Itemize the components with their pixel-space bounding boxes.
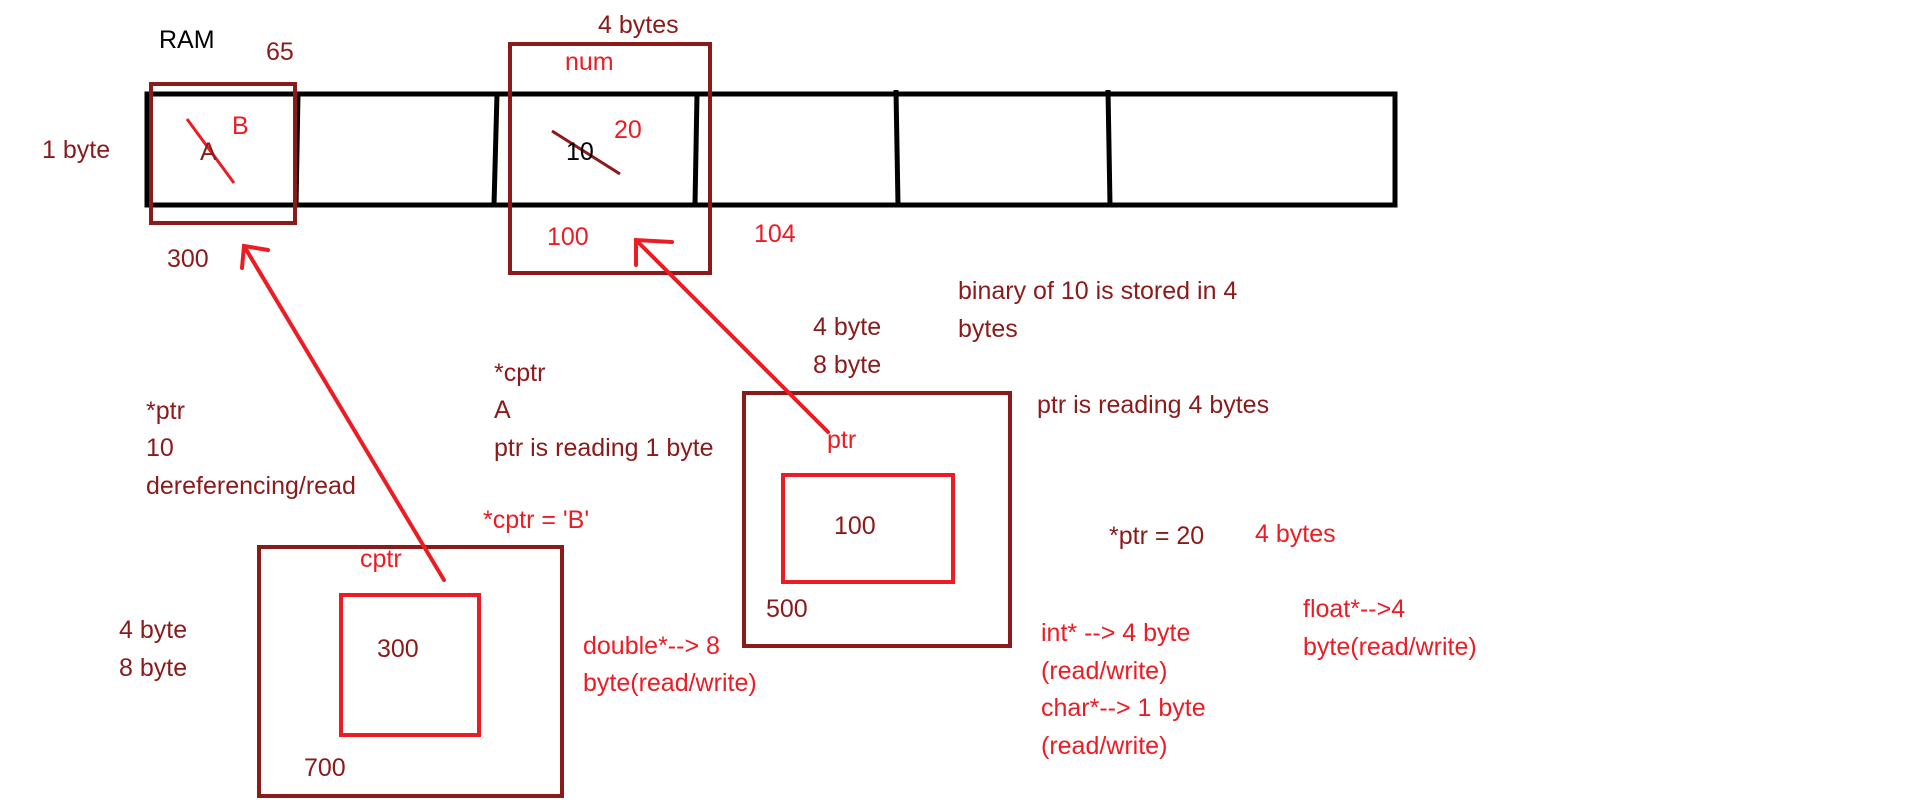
- cptr-name: cptr: [360, 545, 402, 573]
- ptr-address: 500: [766, 595, 808, 623]
- cptr-variable: [257, 545, 564, 798]
- ptr-deref-label: *ptr: [146, 397, 185, 425]
- ptr-deref-value: 10: [146, 434, 174, 462]
- ptr-arrow: [634, 237, 830, 434]
- cptr-arrow-shaft: [242, 244, 446, 582]
- int-address-next: 104: [754, 220, 796, 248]
- dereferencing-label: dereferencing/read: [146, 472, 356, 500]
- ptr-variable: [742, 391, 1012, 648]
- cptr-reading-note: ptr is reading 1 byte: [494, 434, 714, 462]
- ptr-reading-note: ptr is reading 4 bytes: [1037, 391, 1269, 419]
- cptr-deref-label: *cptr: [494, 359, 545, 387]
- ram-divider: [1105, 89, 1113, 206]
- int-new-value: 20: [614, 116, 642, 144]
- ram-divider: [491, 93, 500, 206]
- double-size-line2: byte(read/write): [583, 669, 757, 697]
- float-size-line2: byte(read/write): [1303, 633, 1477, 661]
- char-ascii-value: 65: [266, 38, 294, 66]
- ptr-size-1: 4 byte: [813, 313, 881, 341]
- char-size-line2: (read/write): [1041, 732, 1167, 760]
- cptr-arrow-head: [240, 243, 270, 270]
- cptr-deref-value: A: [494, 396, 511, 424]
- strike-a: [185, 118, 236, 184]
- double-size-line1: double*--> 8: [583, 632, 720, 660]
- ptr-arrow-shaft: [634, 238, 830, 434]
- int-size-label: 4 bytes: [598, 11, 679, 39]
- char-size-line1: char*--> 1 byte: [1041, 694, 1206, 722]
- int-name: num: [565, 48, 614, 76]
- char-new-value: B: [232, 112, 249, 140]
- ptr-assign-note: *ptr = 20: [1109, 522, 1204, 550]
- ptr-assign-size: 4 bytes: [1255, 520, 1336, 548]
- char-address: 300: [167, 245, 209, 273]
- ptr-name: ptr: [827, 426, 856, 454]
- cptr-outer-box: [257, 545, 564, 798]
- ptr-arrow-head: [634, 237, 674, 267]
- ptr-size-2: 8 byte: [813, 351, 881, 379]
- cptr-assign-note: *cptr = 'B': [483, 506, 589, 534]
- float-size-line1: float*-->4: [1303, 595, 1405, 623]
- ram-strip: [144, 89, 1398, 208]
- int-old-value: 10: [566, 138, 594, 166]
- int-size-line2: (read/write): [1041, 657, 1167, 685]
- binary-note-line2: bytes: [958, 315, 1018, 343]
- cptr-arrow: [240, 243, 446, 582]
- char-cell-box: [149, 82, 297, 225]
- binary-note-line1: binary of 10 is stored in 4: [958, 277, 1237, 305]
- int-cell-box: [508, 42, 712, 275]
- ptr-value-box: [781, 473, 955, 584]
- char-old-value: A: [200, 138, 217, 166]
- ptr-outer-box: [742, 391, 1012, 648]
- int-address-start: 100: [547, 223, 589, 251]
- cptr-size-1: 4 byte: [119, 616, 187, 644]
- ram-title: RAM: [159, 26, 215, 54]
- cptr-size-2: 8 byte: [119, 654, 187, 682]
- ram-divider: [893, 89, 901, 206]
- strike-10: [551, 129, 621, 176]
- cell-size-label: 1 byte: [42, 136, 110, 164]
- cptr-value-box: [339, 593, 481, 737]
- ptr-value: 100: [834, 512, 876, 540]
- ram-strip-outline: [144, 91, 1398, 208]
- cptr-value: 300: [377, 635, 419, 663]
- int-size-line1: int* --> 4 byte: [1041, 619, 1190, 647]
- cptr-address: 700: [304, 754, 346, 782]
- ram-divider: [692, 93, 700, 206]
